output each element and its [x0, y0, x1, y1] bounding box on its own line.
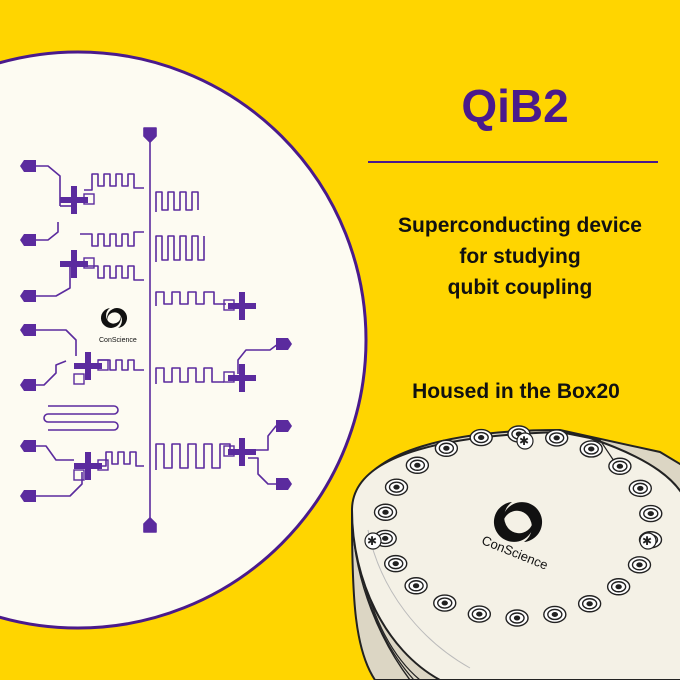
- sma-connector: [404, 577, 428, 595]
- sma-connector: [544, 429, 569, 447]
- sma-connector: [579, 440, 603, 458]
- title-divider: [368, 161, 658, 163]
- svg-text:✱: ✱: [367, 534, 377, 548]
- product-title: QiB2: [461, 80, 569, 132]
- screw-star-icons: ✱ ✱ ✱: [367, 434, 652, 548]
- chip-logo-text: ConScience: [99, 337, 137, 344]
- sma-connector: [606, 578, 631, 596]
- description-line-2: for studying: [459, 245, 581, 268]
- chip-qubits: [60, 186, 256, 480]
- box-logo-icon: [493, 502, 543, 542]
- box20-illustration: [350, 428, 680, 680]
- box20-connectors: [373, 425, 663, 627]
- sma-connector: [384, 478, 409, 496]
- sma-connector: [384, 554, 408, 573]
- chip-wafer: [0, 50, 368, 630]
- svg-text:✱: ✱: [519, 434, 529, 448]
- sma-connector: [405, 456, 430, 474]
- box20-screws: [364, 432, 657, 550]
- sma-connector: [627, 556, 652, 574]
- sma-connector: [505, 609, 529, 627]
- housing-caption: Housed in the Box20: [412, 380, 620, 403]
- sma-connector: [543, 605, 567, 624]
- sma-connector: [639, 504, 663, 523]
- chip-circuit: [36, 127, 288, 533]
- sma-connector: [628, 479, 652, 498]
- sma-connector: [467, 605, 492, 623]
- svg-text:✱: ✱: [642, 534, 652, 548]
- chip-port-pads: [20, 160, 292, 502]
- sma-connector: [433, 594, 457, 612]
- chip-coupler-boxes: [73, 193, 235, 481]
- sma-connector: [608, 457, 632, 475]
- chip-logo-icon: [100, 308, 128, 328]
- description-line-1: Superconducting device: [398, 214, 642, 237]
- description-line-3: qubit coupling: [447, 276, 593, 299]
- sma-connector: [373, 503, 398, 521]
- product-description: Superconducting device for studying qubi…: [370, 210, 670, 303]
- sma-connector: [434, 439, 459, 457]
- sma-connector: [577, 595, 602, 613]
- sma-connector: [469, 428, 493, 447]
